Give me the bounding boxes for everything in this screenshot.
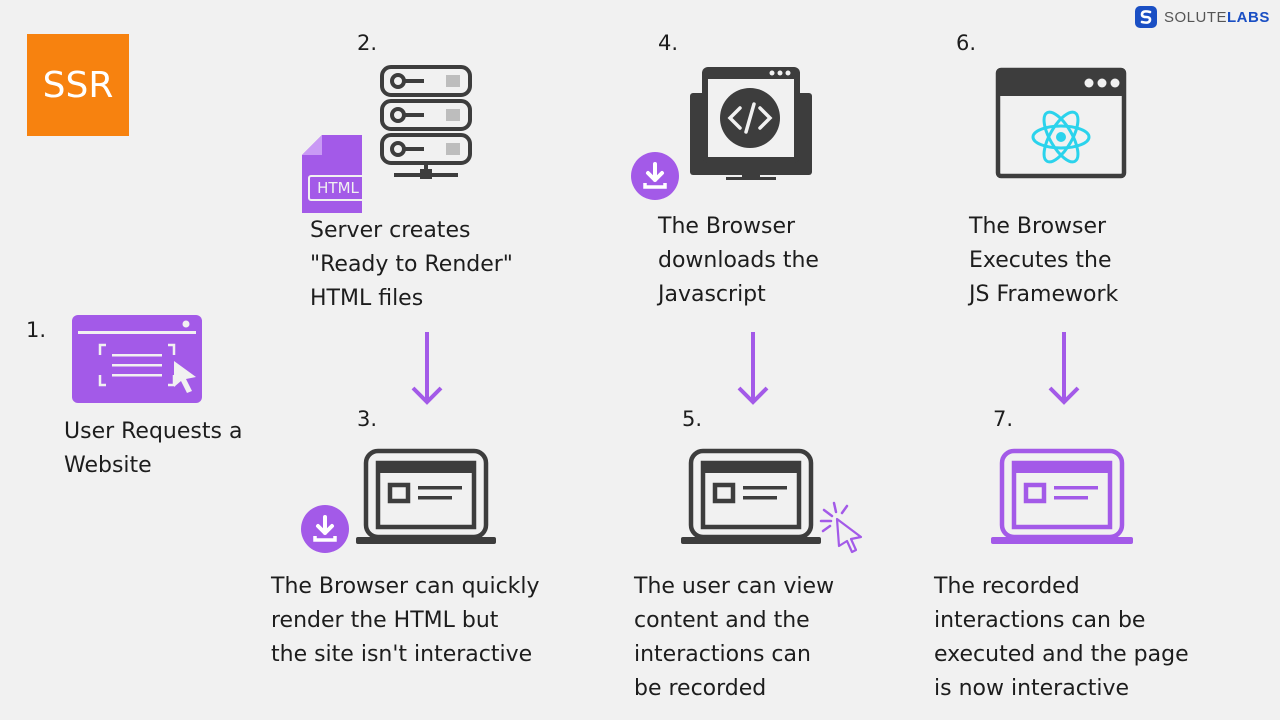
monitor-code-icon bbox=[688, 65, 814, 183]
step-5-number: 5. bbox=[682, 407, 703, 431]
laptop-icon-step-3 bbox=[356, 448, 496, 548]
html-file-label: HTML bbox=[308, 175, 368, 201]
step-7-label: The recorded interactions can be execute… bbox=[934, 574, 1189, 701]
download-icon-step-3 bbox=[301, 505, 349, 553]
arrow-down-step-4-to-5 bbox=[737, 332, 769, 406]
laptop-icon-step-5 bbox=[681, 448, 821, 548]
browser-react-icon bbox=[995, 67, 1128, 180]
step-4-label: The Browser downloads the Javascript bbox=[658, 214, 819, 307]
arrow-down-step-6-to-7 bbox=[1048, 332, 1080, 406]
step-2-number: 2. bbox=[357, 31, 378, 55]
step-7-number: 7. bbox=[993, 407, 1014, 431]
arrow-down-step-2-to-3 bbox=[411, 332, 443, 406]
step-5-label: The user can view content and the intera… bbox=[634, 574, 835, 701]
solutelabs-logo-icon bbox=[1135, 6, 1157, 28]
brand-name: SOLUTELABS bbox=[1164, 8, 1270, 26]
step-3-label: The Browser can quickly render the HTML … bbox=[271, 574, 540, 667]
click-cursor-icon bbox=[819, 501, 866, 554]
step-6-label: The Browser Executes the JS Framework bbox=[969, 214, 1119, 307]
html-file-icon bbox=[302, 135, 362, 213]
step-2-label: Server creates "Ready to Render" HTML fi… bbox=[310, 218, 513, 311]
brand-logo: SOLUTELABS bbox=[1134, 4, 1270, 30]
step-1-label: User Requests a Website bbox=[64, 419, 243, 478]
server-icon bbox=[378, 65, 474, 183]
ssr-badge: SSR bbox=[27, 34, 129, 136]
download-icon-step-4 bbox=[631, 152, 679, 200]
step-6-number: 6. bbox=[956, 31, 977, 55]
step-1-number: 1. bbox=[26, 318, 47, 342]
browser-window-cursor-icon bbox=[72, 315, 204, 407]
step-3-number: 3. bbox=[357, 407, 378, 431]
laptop-purple-icon bbox=[991, 448, 1133, 548]
step-4-number: 4. bbox=[658, 31, 679, 55]
